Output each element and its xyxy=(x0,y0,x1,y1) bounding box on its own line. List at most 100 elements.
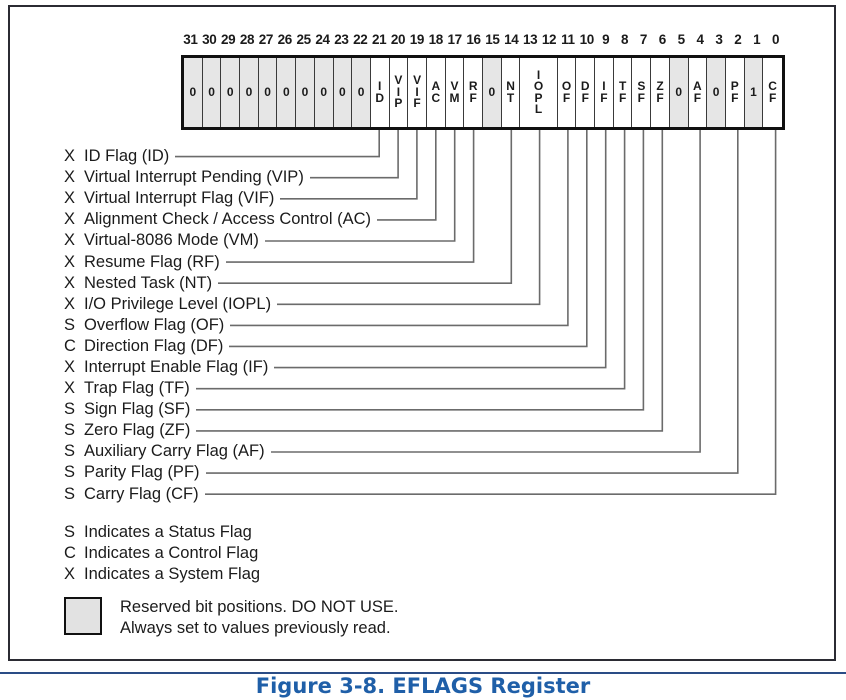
register-cell-0: 0 xyxy=(202,58,222,127)
legend-kind-text: Indicates a Status Flag xyxy=(84,523,252,541)
bit-number-15: 15 xyxy=(485,32,500,47)
flag-label: Virtual-8086 Mode (VM) xyxy=(84,231,259,250)
bit-number-6: 6 xyxy=(658,32,667,47)
legend-kind-letter: S xyxy=(64,523,76,541)
cell-char: I xyxy=(396,84,401,99)
cell-char: 1 xyxy=(750,84,757,99)
legend-kind-text: Indicates a System Flag xyxy=(84,565,261,583)
bit-number-24: 24 xyxy=(315,32,330,47)
cell-char: F xyxy=(768,90,777,105)
cell-char: 0 xyxy=(245,84,253,99)
flag-kind: X xyxy=(64,273,76,292)
register-cell-0: 0 xyxy=(240,58,259,127)
bit-number-3: 3 xyxy=(715,32,723,47)
flag-kind: S xyxy=(64,315,76,334)
cell-char: A xyxy=(693,79,702,93)
cell-char: V xyxy=(394,73,403,88)
cell-char: F xyxy=(562,90,571,105)
cell-char: D xyxy=(580,79,590,93)
legend-kind-letter: C xyxy=(64,544,76,562)
flag-kind: X xyxy=(64,379,76,398)
cell-char: D xyxy=(375,90,385,105)
bit-number-12: 12 xyxy=(541,32,557,47)
flag-label: Virtual Interrupt Pending (VIP) xyxy=(84,168,304,187)
cell-char: O xyxy=(561,79,572,93)
bit-number-10: 10 xyxy=(579,32,595,47)
flag-kind: X xyxy=(64,357,76,376)
cell-char: F xyxy=(469,90,477,105)
cell-char: 0 xyxy=(675,84,683,99)
cell-char: 0 xyxy=(320,84,327,99)
bit-number-7: 7 xyxy=(639,32,648,47)
register-cell-0: 0 xyxy=(221,58,241,127)
cell-char: F xyxy=(693,90,702,105)
flag-kind: X xyxy=(64,189,76,208)
register-cell-0: 0 xyxy=(258,58,278,127)
register-cell-0: 0 xyxy=(184,58,203,127)
cell-char: 0 xyxy=(339,84,346,99)
flag-row-if: X Interrupt Enable Flag (IF) xyxy=(64,357,764,378)
bit-number-11: 11 xyxy=(561,32,575,47)
flag-label: Interrupt Enable Flag (IF) xyxy=(84,357,269,376)
bit-number-18: 18 xyxy=(428,32,444,47)
cell-char: I xyxy=(602,79,606,93)
cell-char: F xyxy=(618,90,627,105)
flag-kind: S xyxy=(64,400,76,419)
flag-kind: S xyxy=(64,484,76,503)
cell-char: R xyxy=(468,79,478,93)
legend-row-s: S Indicates a Status Flag xyxy=(64,522,260,543)
legend-kind-letter: X xyxy=(64,565,76,583)
bit-number-9: 9 xyxy=(602,32,610,47)
cell-char: 0 xyxy=(189,84,197,99)
reserved-line-1: Reserved bit positions. DO NOT USE. xyxy=(120,598,399,616)
cell-char: V xyxy=(413,73,422,88)
legend-kind-text: Indicates a Control Flag xyxy=(84,544,259,562)
register-cell-0: 0 xyxy=(707,58,726,127)
cell-char: 0 xyxy=(712,84,720,99)
figure-caption: Figure 3-8. EFLAGS Register xyxy=(255,674,591,698)
register-cell-0: 0 xyxy=(352,58,371,127)
register-cell-0: 0 xyxy=(669,58,689,127)
cell-char: F xyxy=(413,96,421,111)
cell-char: M xyxy=(449,90,460,105)
bit-number-17: 17 xyxy=(447,32,462,47)
cell-char: F xyxy=(581,90,589,105)
cell-char: 0 xyxy=(282,84,290,99)
flag-label: Zero Flag (ZF) xyxy=(84,421,191,440)
flag-kind: X xyxy=(64,147,76,166)
legend-row-x: X Indicates a System Flag xyxy=(64,564,260,585)
bit-number-16: 16 xyxy=(466,32,481,47)
register-cell-0: 0 xyxy=(277,58,297,127)
bit-number-31: 31 xyxy=(183,32,198,47)
flag-label: Trap Flag (TF) xyxy=(84,379,190,398)
flag-kind: S xyxy=(64,463,76,482)
reserved-swatch xyxy=(64,597,102,635)
bit-number-29: 29 xyxy=(220,32,236,47)
flag-label: Auxiliary Carry Flag (AF) xyxy=(84,442,265,461)
cell-char: 0 xyxy=(488,84,496,99)
legend-row-c: C Indicates a Control Flag xyxy=(64,543,260,564)
bit-number-4: 4 xyxy=(696,32,704,47)
